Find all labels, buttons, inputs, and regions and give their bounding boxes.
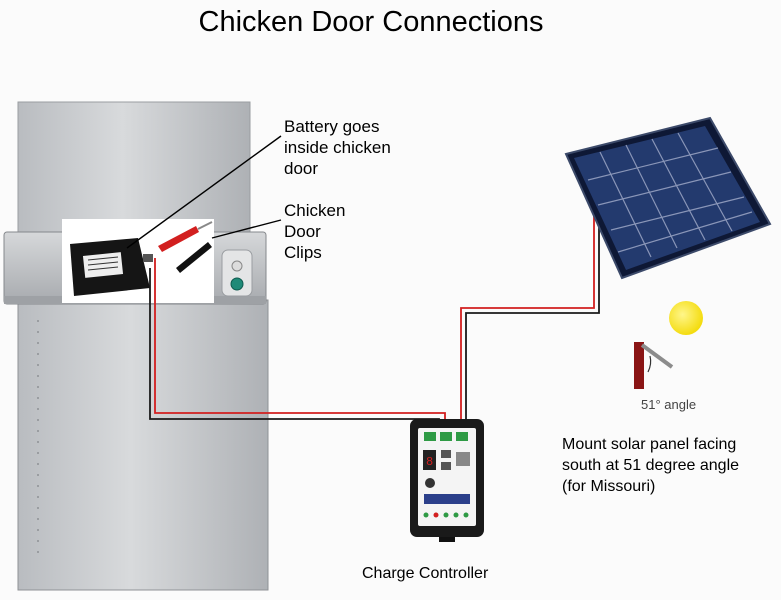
- chicken-door: [3, 101, 269, 591]
- panel-positive-wire: [460, 205, 595, 421]
- angled-panel-line: [640, 343, 674, 369]
- solar-panel-icon: [564, 116, 772, 280]
- charge-controller-icon: 8: [410, 419, 484, 542]
- battery-and-clips-inset: [62, 219, 214, 303]
- page-title: Chicken Door Connections: [198, 6, 544, 38]
- svg-text:8: 8: [426, 455, 433, 469]
- mount-instruction: Mount solar panel facing south at 51 deg…: [562, 436, 740, 495]
- battery-annotation: Battery goes inside chicken door: [284, 117, 391, 178]
- alligator-clip-icon: [158, 221, 213, 273]
- charge-controller-label: Charge Controller: [362, 565, 489, 582]
- sun-icon: [669, 301, 703, 335]
- door-slide-panel: [17, 299, 269, 591]
- panel-negative-wire: [465, 205, 600, 421]
- door-indicator-panel: [221, 249, 253, 297]
- clips-pointer-line: [211, 219, 282, 239]
- post-icon: [634, 342, 644, 389]
- battery-pointer-line: [126, 135, 282, 249]
- indicator-light-icon: [231, 260, 243, 272]
- clips-annotation: Chicken Door Clips: [284, 201, 346, 262]
- mount-angle-illustration: [634, 301, 703, 389]
- door-back-plate: [17, 101, 251, 243]
- door-button-icon: [230, 277, 244, 291]
- door-positive-wire: [154, 258, 446, 421]
- angle-label: 51° angle: [641, 397, 697, 412]
- battery-icon: [70, 238, 153, 296]
